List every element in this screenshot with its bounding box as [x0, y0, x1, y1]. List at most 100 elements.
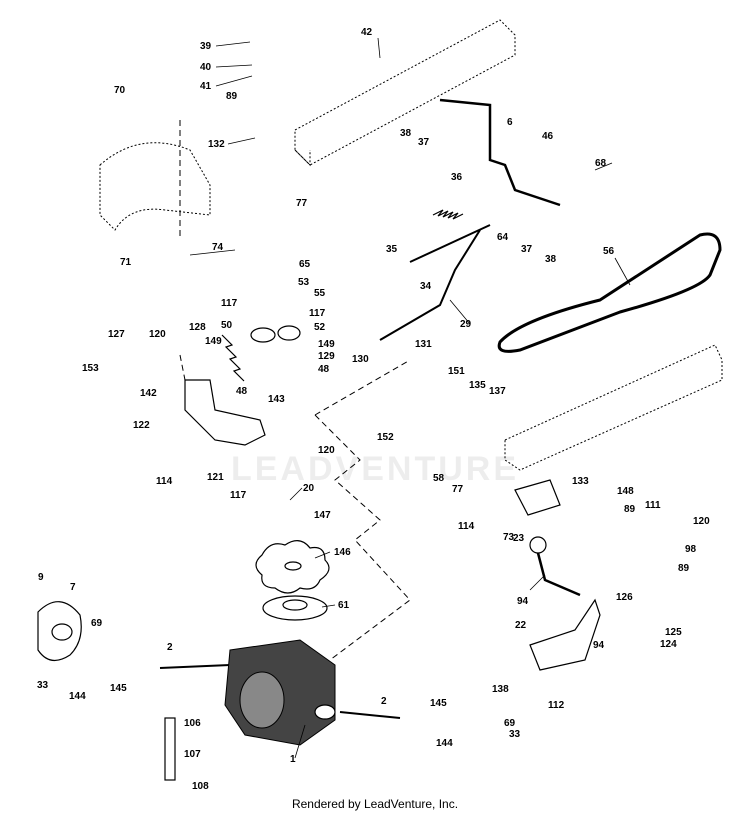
callout-label: 131: [415, 339, 432, 350]
callout-label: 9: [38, 572, 44, 583]
callout-label: 37: [418, 137, 430, 148]
callout-label: 52: [314, 322, 326, 333]
wheel-hub: [37, 601, 82, 661]
cooling-fan: [255, 540, 330, 594]
callout-label: 120: [693, 516, 710, 527]
callout-label: 35: [386, 244, 398, 255]
callout-label: 94: [517, 596, 529, 607]
callout-label: 46: [542, 131, 554, 142]
callout-label: 122: [133, 420, 150, 431]
frame-upper: [294, 19, 516, 167]
callout-label: 70: [114, 85, 126, 96]
callout-label: 50: [221, 320, 233, 331]
callout-label: 138: [492, 684, 509, 695]
footer-credit: Rendered by LeadVenture, Inc.: [291, 797, 459, 811]
callout-label: 130: [352, 354, 369, 365]
callout-label: 55: [314, 288, 326, 299]
callout-label: 120: [149, 329, 166, 340]
callout-label: 58: [433, 473, 445, 484]
callout-label: 64: [497, 232, 509, 243]
input-pulley: [262, 595, 328, 621]
callout-label: 89: [226, 91, 238, 102]
callout-label: 73: [503, 532, 515, 543]
callout-label: 39: [200, 41, 212, 52]
callout-label: 61: [338, 600, 350, 611]
callout-label: 48: [318, 364, 330, 375]
callout-label: 65: [299, 259, 311, 270]
callout-label: 37: [521, 244, 533, 255]
callout-label: 147: [314, 510, 331, 521]
fender-part: [99, 142, 211, 231]
callout-label: 38: [545, 254, 557, 265]
callout-label: 132: [208, 139, 225, 150]
callout-label: 151: [448, 366, 465, 377]
shift-rod: [439, 98, 561, 207]
callout-label: 149: [318, 339, 335, 350]
callout-label: 114: [458, 521, 475, 532]
callout-label: 6: [507, 117, 513, 128]
bracket-133: [514, 479, 561, 516]
callout-label: 38: [400, 128, 412, 139]
shift-bracket: [529, 598, 601, 671]
callout-label: 20: [303, 483, 315, 494]
callout-label: 117: [309, 308, 326, 319]
callout-label: 114: [156, 476, 173, 487]
callout-label: 94: [593, 640, 605, 651]
callout-label: 7: [70, 582, 76, 593]
callout-label: 74: [212, 242, 224, 253]
callout-label: 34: [420, 281, 432, 292]
callout-label: 135: [469, 380, 486, 391]
callout-label: 126: [616, 592, 633, 603]
callout-label: 128: [189, 322, 206, 333]
drive-belt: [497, 232, 722, 353]
callout-label: 144: [69, 691, 86, 702]
callout-label: 117: [230, 490, 247, 501]
callout-label: 56: [603, 246, 615, 257]
callout-label: 42: [361, 27, 373, 38]
leadventure-watermark: LEADVENTURE: [230, 450, 520, 488]
callout-label: 149: [205, 336, 222, 347]
callout-labels: 39 40 41 70 89 132 42 38 37 6 46 68 77 3…: [37, 27, 710, 792]
callout-label: 89: [624, 504, 636, 515]
idler-pulleys: [250, 325, 301, 343]
callout-label: 48: [236, 386, 248, 397]
callout-label: 69: [504, 718, 516, 729]
frame-lower: [504, 344, 723, 471]
callout-label: 143: [268, 394, 285, 405]
callout-label: 36: [451, 172, 463, 183]
belt-routing: [179, 120, 411, 661]
callout-label: 127: [108, 329, 125, 340]
leader-lines: [189, 37, 631, 759]
callout-label: 146: [334, 547, 351, 558]
callout-label: 89: [678, 563, 690, 574]
spring-36: [432, 209, 464, 220]
callout-label: 142: [140, 388, 157, 399]
callout-label: 153: [82, 363, 99, 374]
callout-label: 111: [645, 500, 661, 511]
shaft-107: [164, 717, 176, 781]
callout-label: 107: [184, 749, 201, 760]
callout-label: 1: [290, 754, 296, 765]
callout-label: 124: [660, 639, 677, 650]
link-rod: [379, 229, 481, 341]
callout-label: 125: [665, 627, 682, 638]
spring-128: [221, 334, 245, 382]
callout-label: 133: [572, 476, 589, 487]
callout-label: 98: [685, 544, 697, 555]
callout-label: 112: [548, 700, 565, 711]
callout-label: 77: [296, 198, 308, 209]
callout-label: 145: [110, 683, 127, 694]
callout-label: 129: [318, 351, 335, 362]
callout-label: 144: [436, 738, 453, 749]
callout-label: 120: [318, 445, 335, 456]
idler-bracket: [184, 379, 266, 446]
callout-label: 33: [509, 729, 521, 740]
shift-lever: [529, 536, 581, 597]
callout-label: 117: [221, 298, 238, 309]
callout-label: 108: [192, 781, 209, 792]
callout-label: 29: [460, 319, 472, 330]
callout-label: 40: [200, 62, 212, 73]
callout-label: 121: [207, 472, 224, 483]
callout-label: 145: [430, 698, 447, 709]
